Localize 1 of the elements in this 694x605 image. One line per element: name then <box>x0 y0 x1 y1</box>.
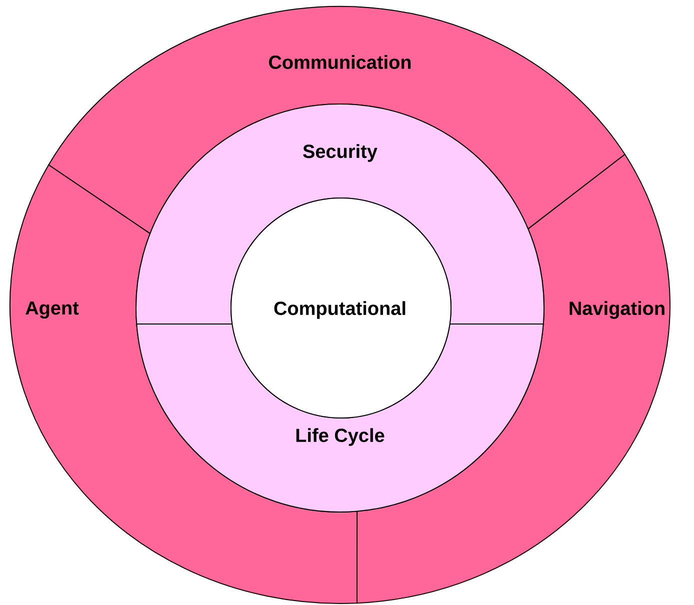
ring-segment: Life Cycle <box>136 324 544 512</box>
